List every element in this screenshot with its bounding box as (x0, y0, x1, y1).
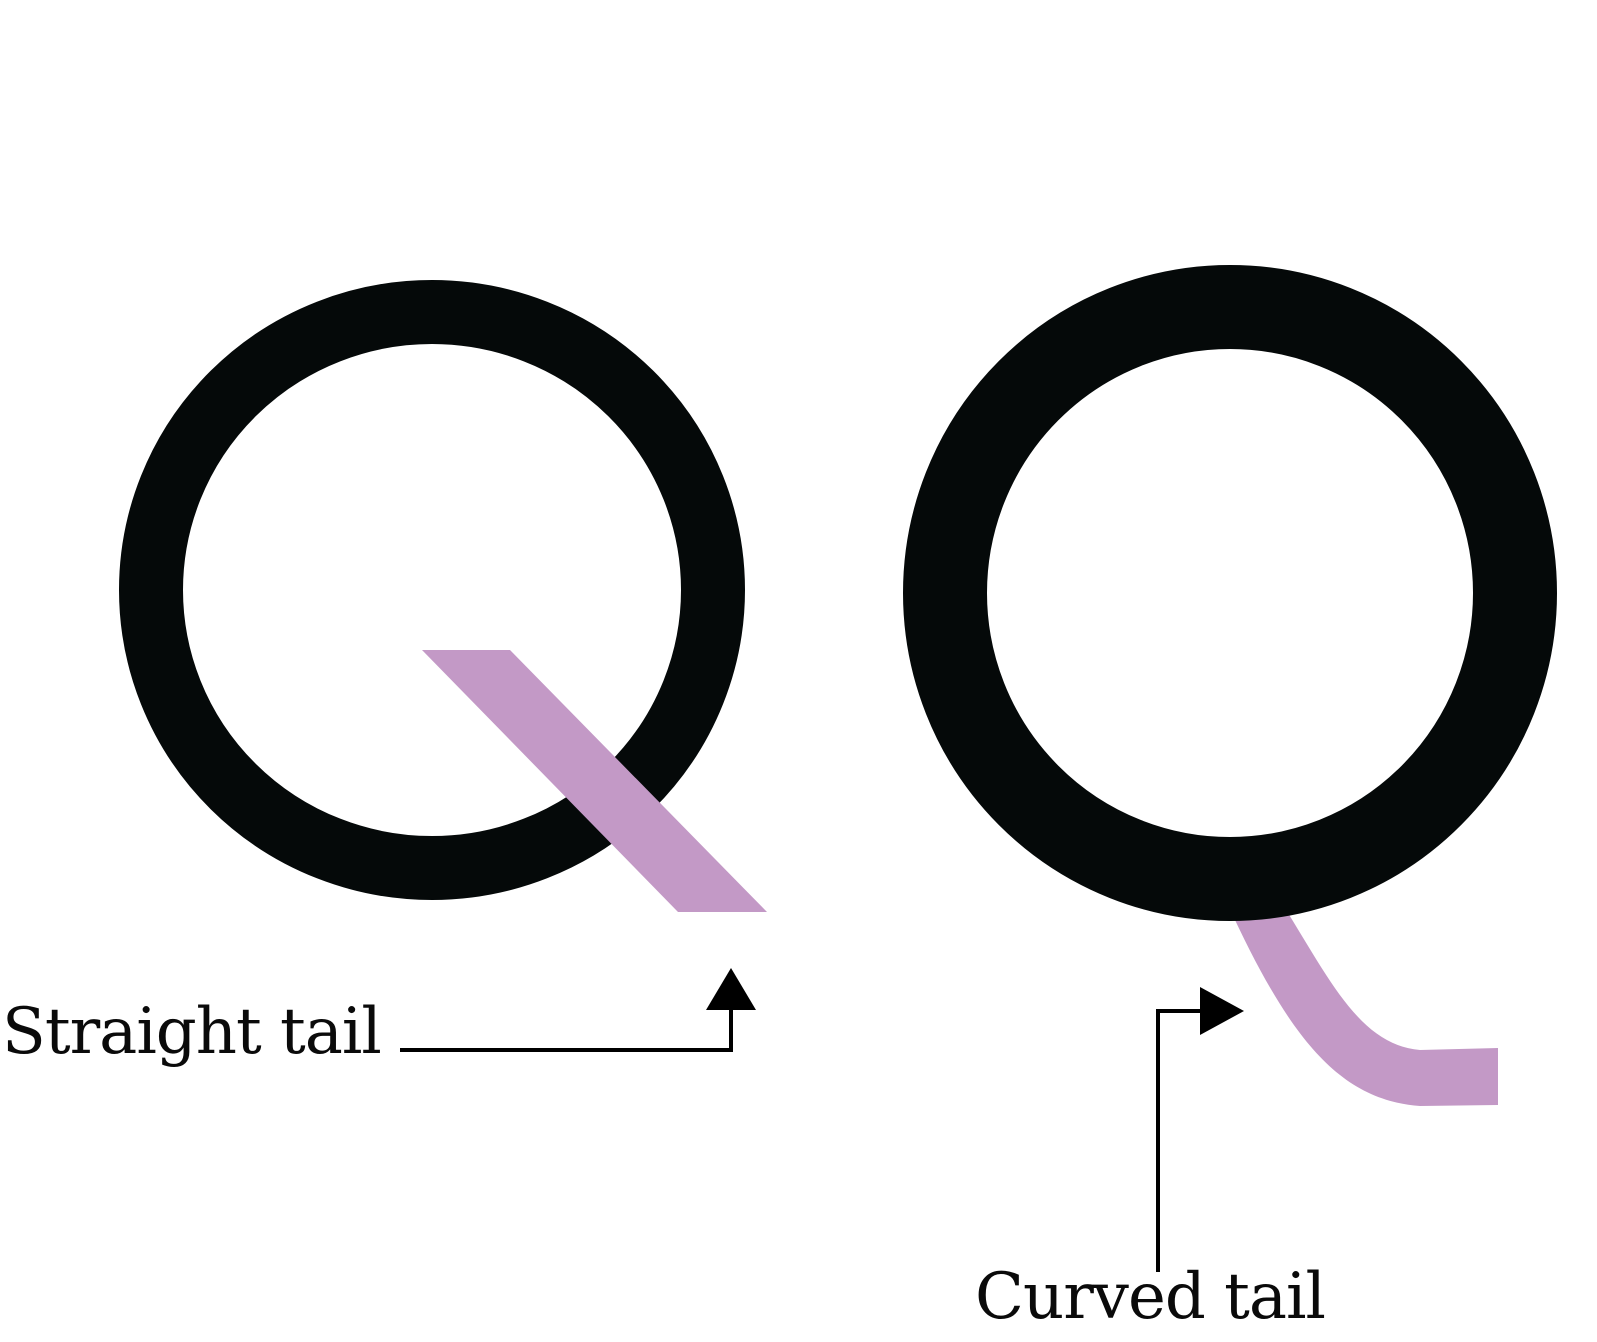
curved-tail-leader-line (1156, 1009, 1205, 1272)
q-figure-curved-tail (903, 265, 1557, 1106)
straight-tail-label: Straight tail (2, 995, 382, 1069)
curved-tail-connector (1156, 987, 1244, 1272)
arrow-up-icon (706, 968, 756, 1010)
curved-tail-highlight (1228, 905, 1498, 1106)
straight-tail-leader-line (400, 1003, 733, 1052)
q-bowl-left (119, 280, 745, 900)
curved-tail-label: Curved tail (975, 1260, 1326, 1334)
arrow-right-icon (1200, 987, 1244, 1035)
straight-tail-connector (400, 968, 756, 1052)
q-figure-straight-tail (119, 280, 767, 912)
q-bowl-right (903, 265, 1557, 921)
straight-tail-highlight (422, 650, 767, 912)
